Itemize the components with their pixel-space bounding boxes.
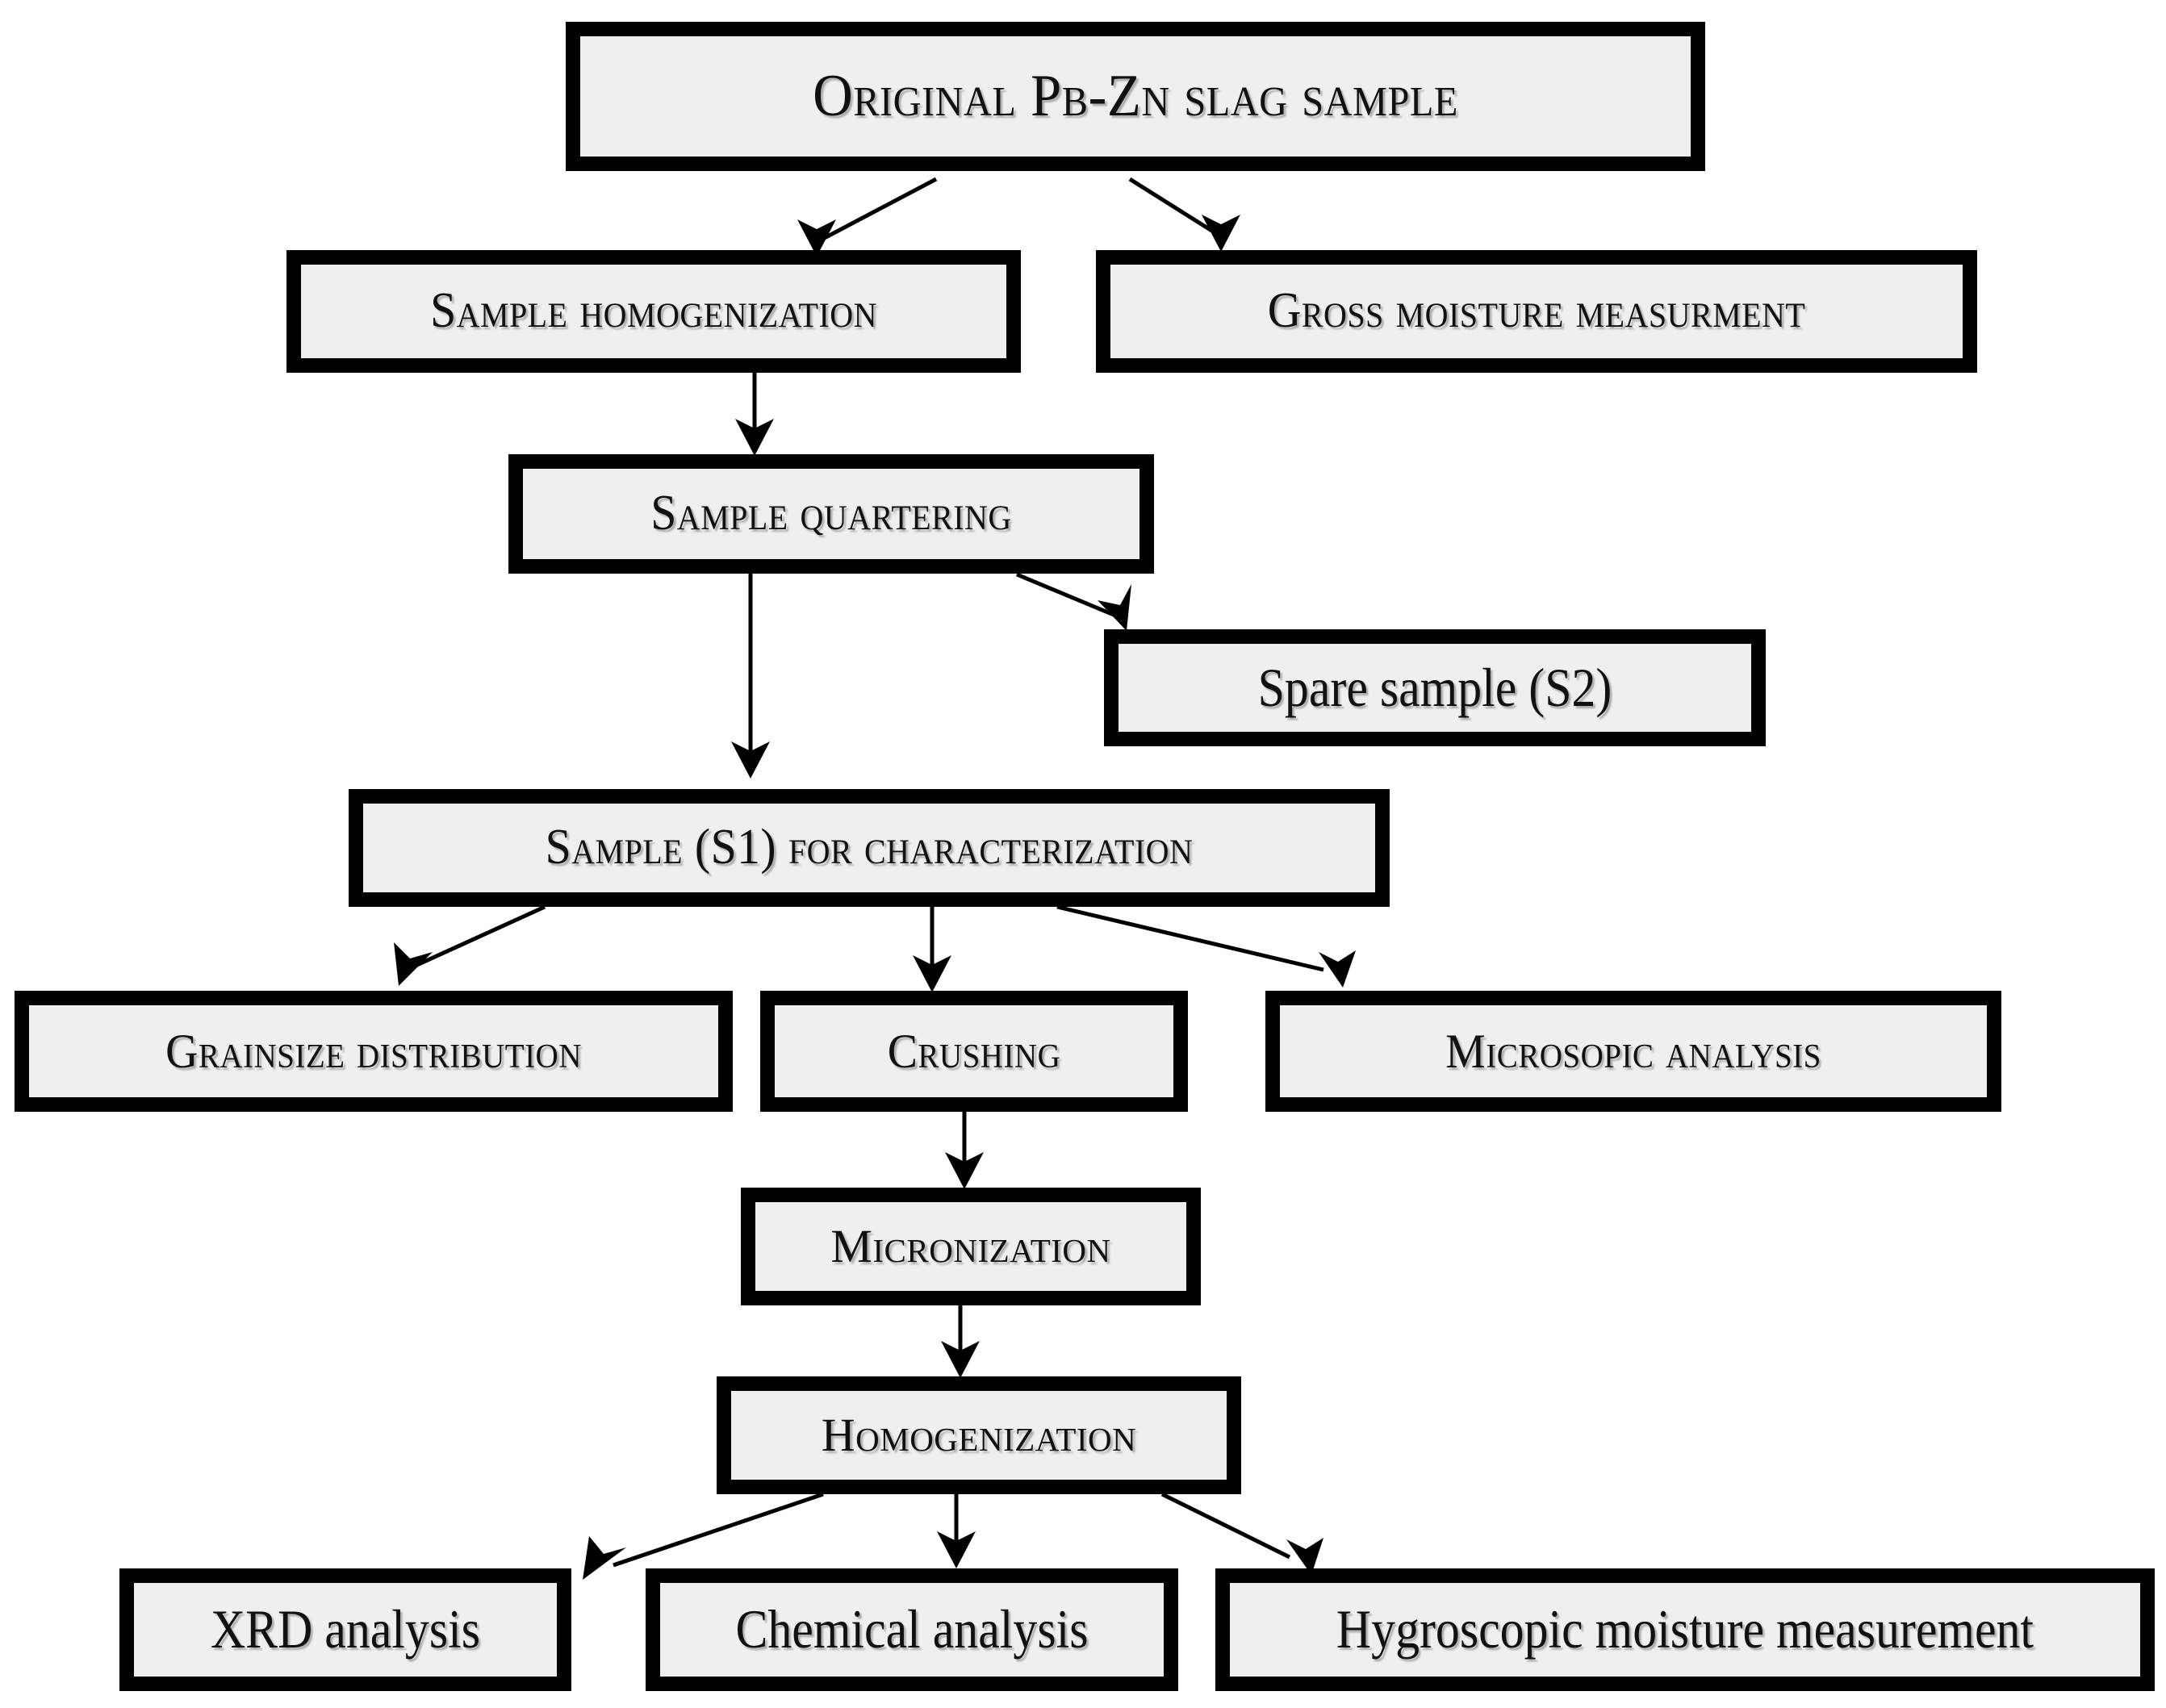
node-label: Homogenization bbox=[821, 1408, 1137, 1461]
edge-sample-s1-to-grainsize bbox=[394, 904, 546, 986]
node-sample-s1-for-characterization[interactable]: Sample (S1) for characterization bbox=[349, 789, 1390, 907]
edge-original-to-gross-moisture bbox=[1128, 177, 1240, 252]
edge-sample-s1-to-crushing bbox=[913, 907, 951, 992]
node-original-pb-zn-slag-sample[interactable]: Original Pb-Zn slag sample bbox=[566, 22, 1705, 171]
node-label: Sample (S1) for characterization bbox=[545, 820, 1194, 875]
edge-micronization-to-homogenization2 bbox=[941, 1305, 980, 1378]
edge-homogenization2-to-chemical bbox=[937, 1494, 976, 1568]
node-label: Sample quartering bbox=[650, 486, 1012, 541]
node-homogenization[interactable]: Homogenization bbox=[717, 1376, 1241, 1494]
node-label: Gross moisture measurment bbox=[1267, 283, 1806, 339]
node-label: Original Pb-Zn slag sample bbox=[813, 62, 1458, 129]
node-label: Spare sample (S2) bbox=[1257, 656, 1612, 718]
node-label: Crushing bbox=[887, 1024, 1061, 1078]
node-spare-sample-s2[interactable]: Spare sample (S2) bbox=[1104, 629, 1766, 746]
node-hygroscopic-moisture-measurement[interactable]: Hygroscopic moisture measurement bbox=[1215, 1568, 2155, 1691]
node-label: Micronization bbox=[830, 1219, 1111, 1272]
edge-homogenization2-to-hygroscopic bbox=[1160, 1492, 1323, 1575]
node-label: XRD analysis bbox=[210, 1598, 481, 1660]
edge-homogenization2-to-xrd bbox=[583, 1492, 824, 1580]
edge-crushing-to-micronization bbox=[945, 1112, 984, 1189]
node-xrd-analysis[interactable]: XRD analysis bbox=[119, 1568, 571, 1691]
node-label: Sample homogenization bbox=[430, 283, 877, 339]
node-label: Grainsize distribution bbox=[165, 1024, 582, 1078]
edge-original-to-homogenization bbox=[797, 177, 938, 257]
edge-quartering-to-spare-sample bbox=[1016, 572, 1131, 631]
node-chemical-analysis[interactable]: Chemical analysis bbox=[646, 1568, 1178, 1691]
edge-homogenization-to-quartering bbox=[735, 373, 774, 456]
node-label: Hygroscopic moisture measurement bbox=[1336, 1598, 2034, 1660]
edge-sample-s1-to-microscopic bbox=[1056, 904, 1356, 988]
node-label: Chemical analysis bbox=[735, 1598, 1089, 1660]
edge-quartering-to-sample-s1 bbox=[731, 573, 770, 779]
node-micronization[interactable]: Micronization bbox=[741, 1188, 1201, 1305]
node-microsopic-analysis[interactable]: Microsopic analysis bbox=[1265, 991, 2001, 1112]
node-grainsize-distribution[interactable]: Grainsize distribution bbox=[15, 991, 733, 1112]
node-sample-quartering[interactable]: Sample quartering bbox=[508, 454, 1154, 574]
node-sample-homogenization[interactable]: Sample homogenization bbox=[286, 250, 1021, 373]
node-crushing[interactable]: Crushing bbox=[760, 991, 1188, 1112]
node-label: Microsopic analysis bbox=[1445, 1024, 1821, 1078]
node-gross-moisture-measurment[interactable]: Gross moisture measurment bbox=[1096, 250, 1977, 373]
